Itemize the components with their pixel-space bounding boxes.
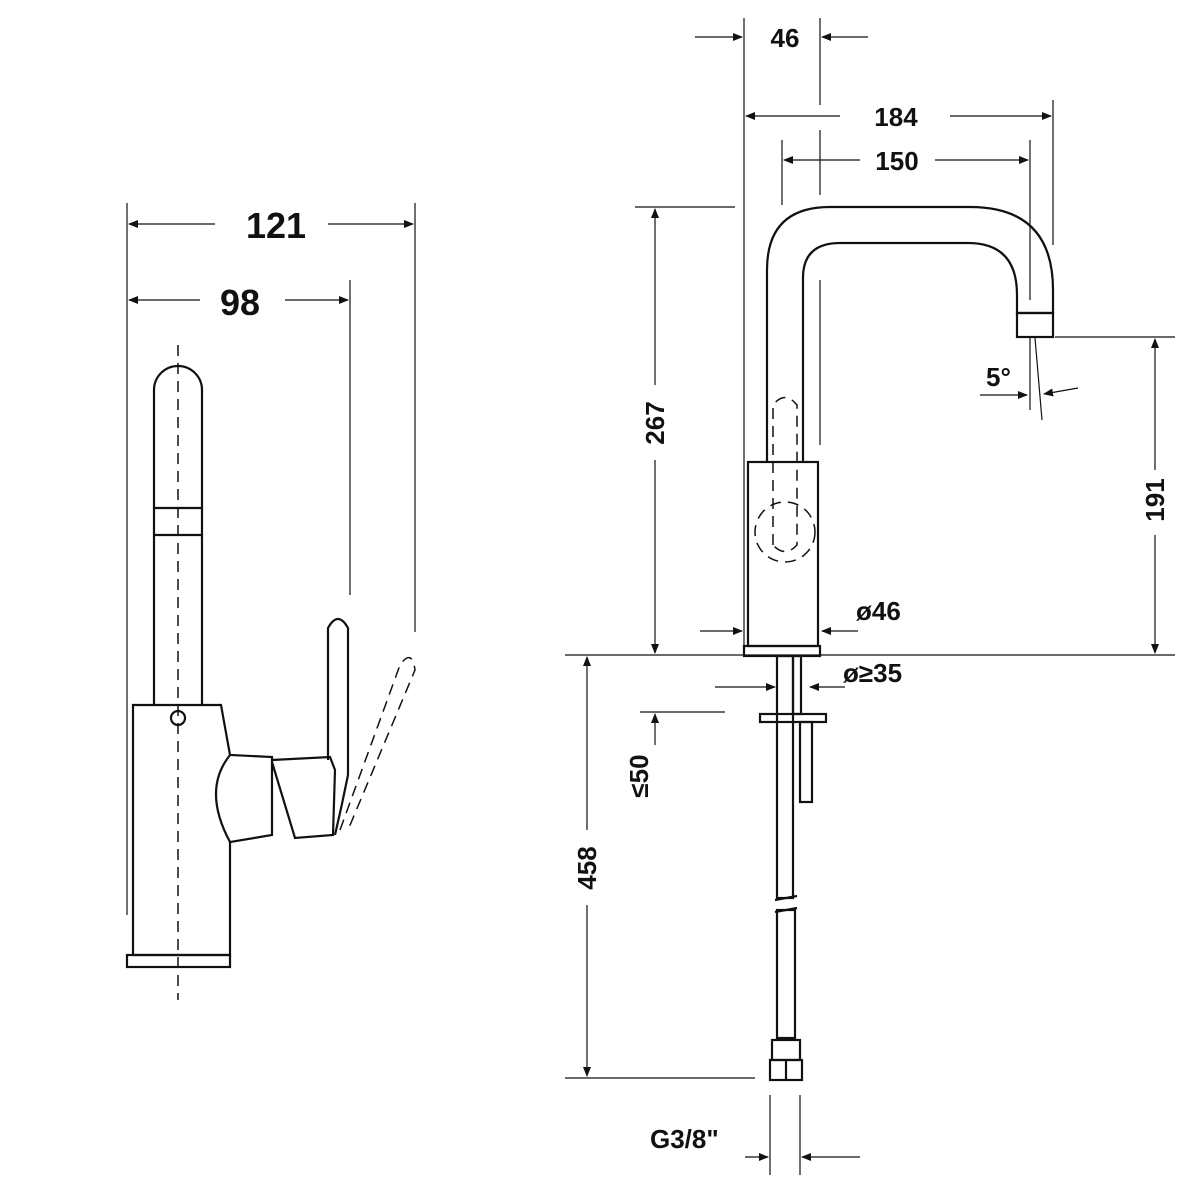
dim-label-267: 267: [640, 401, 670, 444]
dim-label-5deg: 5°: [986, 362, 1011, 392]
dimension-458: 458: [572, 656, 602, 1077]
front-mounting-rod: [791, 654, 803, 716]
dimension-184: 184: [745, 102, 1052, 132]
dim-label-98: 98: [220, 282, 260, 323]
dimension-98: 98: [128, 282, 349, 323]
dim-label-g38: G3/8": [650, 1124, 719, 1154]
dim-label-458: 458: [572, 846, 602, 889]
dimension-267: 267: [640, 208, 670, 654]
side-lever-open: [339, 656, 416, 831]
front-hose-upper: [775, 654, 795, 900]
dimension-o46: ø46: [700, 596, 901, 635]
dimension-o35: ø≥35: [715, 658, 902, 691]
dim-label-o35: ø≥35: [843, 658, 902, 688]
side-body: [131, 703, 274, 957]
dimension-g38: G3/8": [650, 1124, 860, 1161]
front-aerator: [1015, 311, 1055, 339]
side-lever: [326, 617, 350, 836]
front-body: [746, 460, 820, 648]
front-mounting-rod-lower: [798, 720, 814, 804]
dimension-121: 121: [128, 205, 414, 246]
front-hose-lower: [775, 908, 797, 1040]
dimension-191: 191: [1140, 338, 1170, 654]
front-view: 46 184 150 267 191: [565, 18, 1175, 1175]
side-view: 121 98: [125, 203, 416, 1000]
front-cartridge-hidden: [754, 501, 816, 563]
dim-label-191: 191: [1140, 478, 1170, 521]
dimension-46-top: 46: [695, 23, 868, 53]
dim-label-150: 150: [875, 146, 918, 176]
dim-label-184: 184: [874, 102, 918, 132]
dim-label-o46: ø46: [856, 596, 901, 626]
dim-label-le50: ≤50: [624, 754, 654, 797]
front-lever-hidden: [772, 396, 798, 553]
dim-label-121: 121: [246, 205, 306, 246]
front-hose-nut: [770, 1038, 802, 1062]
dimension-le50: ≤50: [624, 713, 659, 798]
dim-label-46: 46: [771, 23, 800, 53]
side-lever-hub: [214, 754, 231, 843]
dimension-5deg: 5°: [980, 337, 1079, 421]
dimension-150: 150: [783, 146, 1029, 176]
front-spout: [765, 205, 1055, 462]
